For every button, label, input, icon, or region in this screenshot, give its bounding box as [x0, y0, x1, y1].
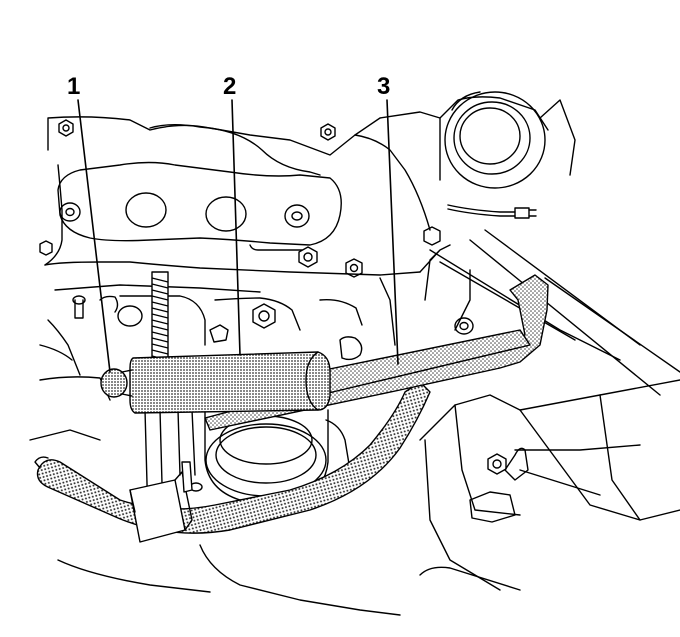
- hose-connector: [129, 461, 193, 543]
- sensor-wire: [447, 204, 537, 219]
- callout-2: 2: [223, 73, 236, 100]
- engine-mid-structure: [44, 244, 474, 361]
- callout-1: 1: [67, 73, 80, 100]
- frame-rails: [429, 229, 680, 396]
- engine-block: [44, 96, 549, 266]
- leader-lines: [77, 99, 399, 373]
- crank-pulley: [444, 91, 576, 189]
- callout-3: 3: [377, 73, 390, 100]
- mount-bracket: [419, 379, 680, 591]
- lower-pulley: [204, 409, 351, 504]
- tool-threaded-rod: [151, 271, 169, 368]
- manifold-flange: [57, 161, 342, 251]
- lower-left-housing: [29, 295, 401, 616]
- tool-block-body: [129, 351, 331, 414]
- tool-knob: [100, 368, 133, 398]
- upper-bolts: [39, 119, 441, 329]
